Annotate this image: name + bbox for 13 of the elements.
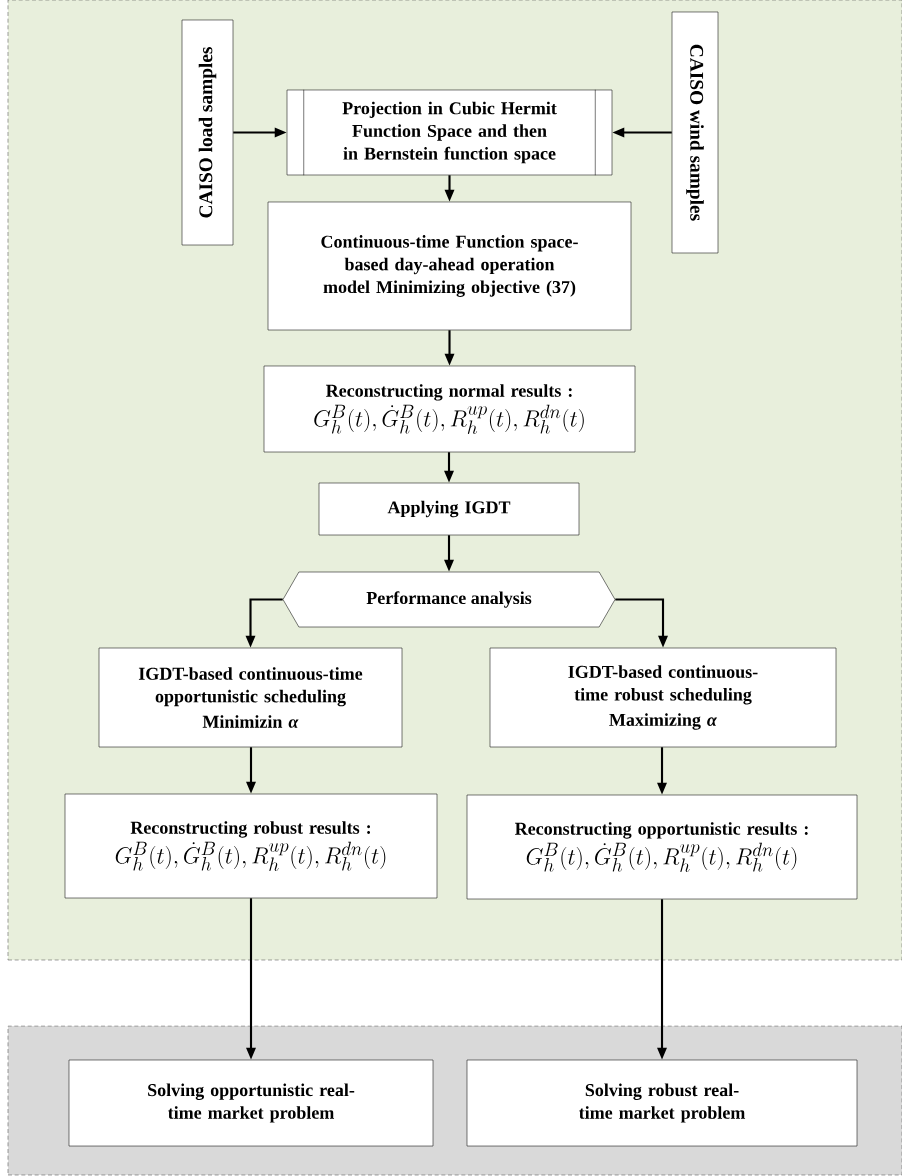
process-box: Applying IGDT [318, 482, 580, 536]
process-box: Reconstructing opportunistic results : $G_h^B(t),\dot{G}_h^B(t),R_h^{up}(t),R_h^{dn}(t)$ [466, 794, 858, 900]
process-box: IGDT-based continuous-time opportunistic scheduling Minimizin α [98, 647, 403, 748]
process-box: Reconstructing normal results : $G_h^B(t),\dot{G}_h^B(t),R_h^{up}(t),R_h^{dn}(t)$ [263, 365, 636, 453]
predefined-process-box: Projection in Cubic Hermit Function Space and then in Bernstein function space [286, 89, 613, 176]
decision-hexagon: Performance analysis [282, 571, 616, 628]
process-box: Solving opportunistic real-time market problem [68, 1059, 434, 1147]
data-box: CAISO load samples [181, 19, 234, 246]
data-box: CAISO wind samples [671, 11, 719, 254]
process-box: Reconstructing robust results : $G_h^B(t),\dot{G}_h^B(t),R_h^{up}(t),R_h^{dn}(t)$ [64, 793, 438, 899]
process-box: Continuous-time Function space-based day-ahead operation model Minimizing objective (37) [267, 201, 632, 331]
process-box: Solving robust real-time market problem [466, 1059, 858, 1147]
process-box: IGDT-based continuous-time robust scheduling Maximizing α [489, 647, 837, 748]
